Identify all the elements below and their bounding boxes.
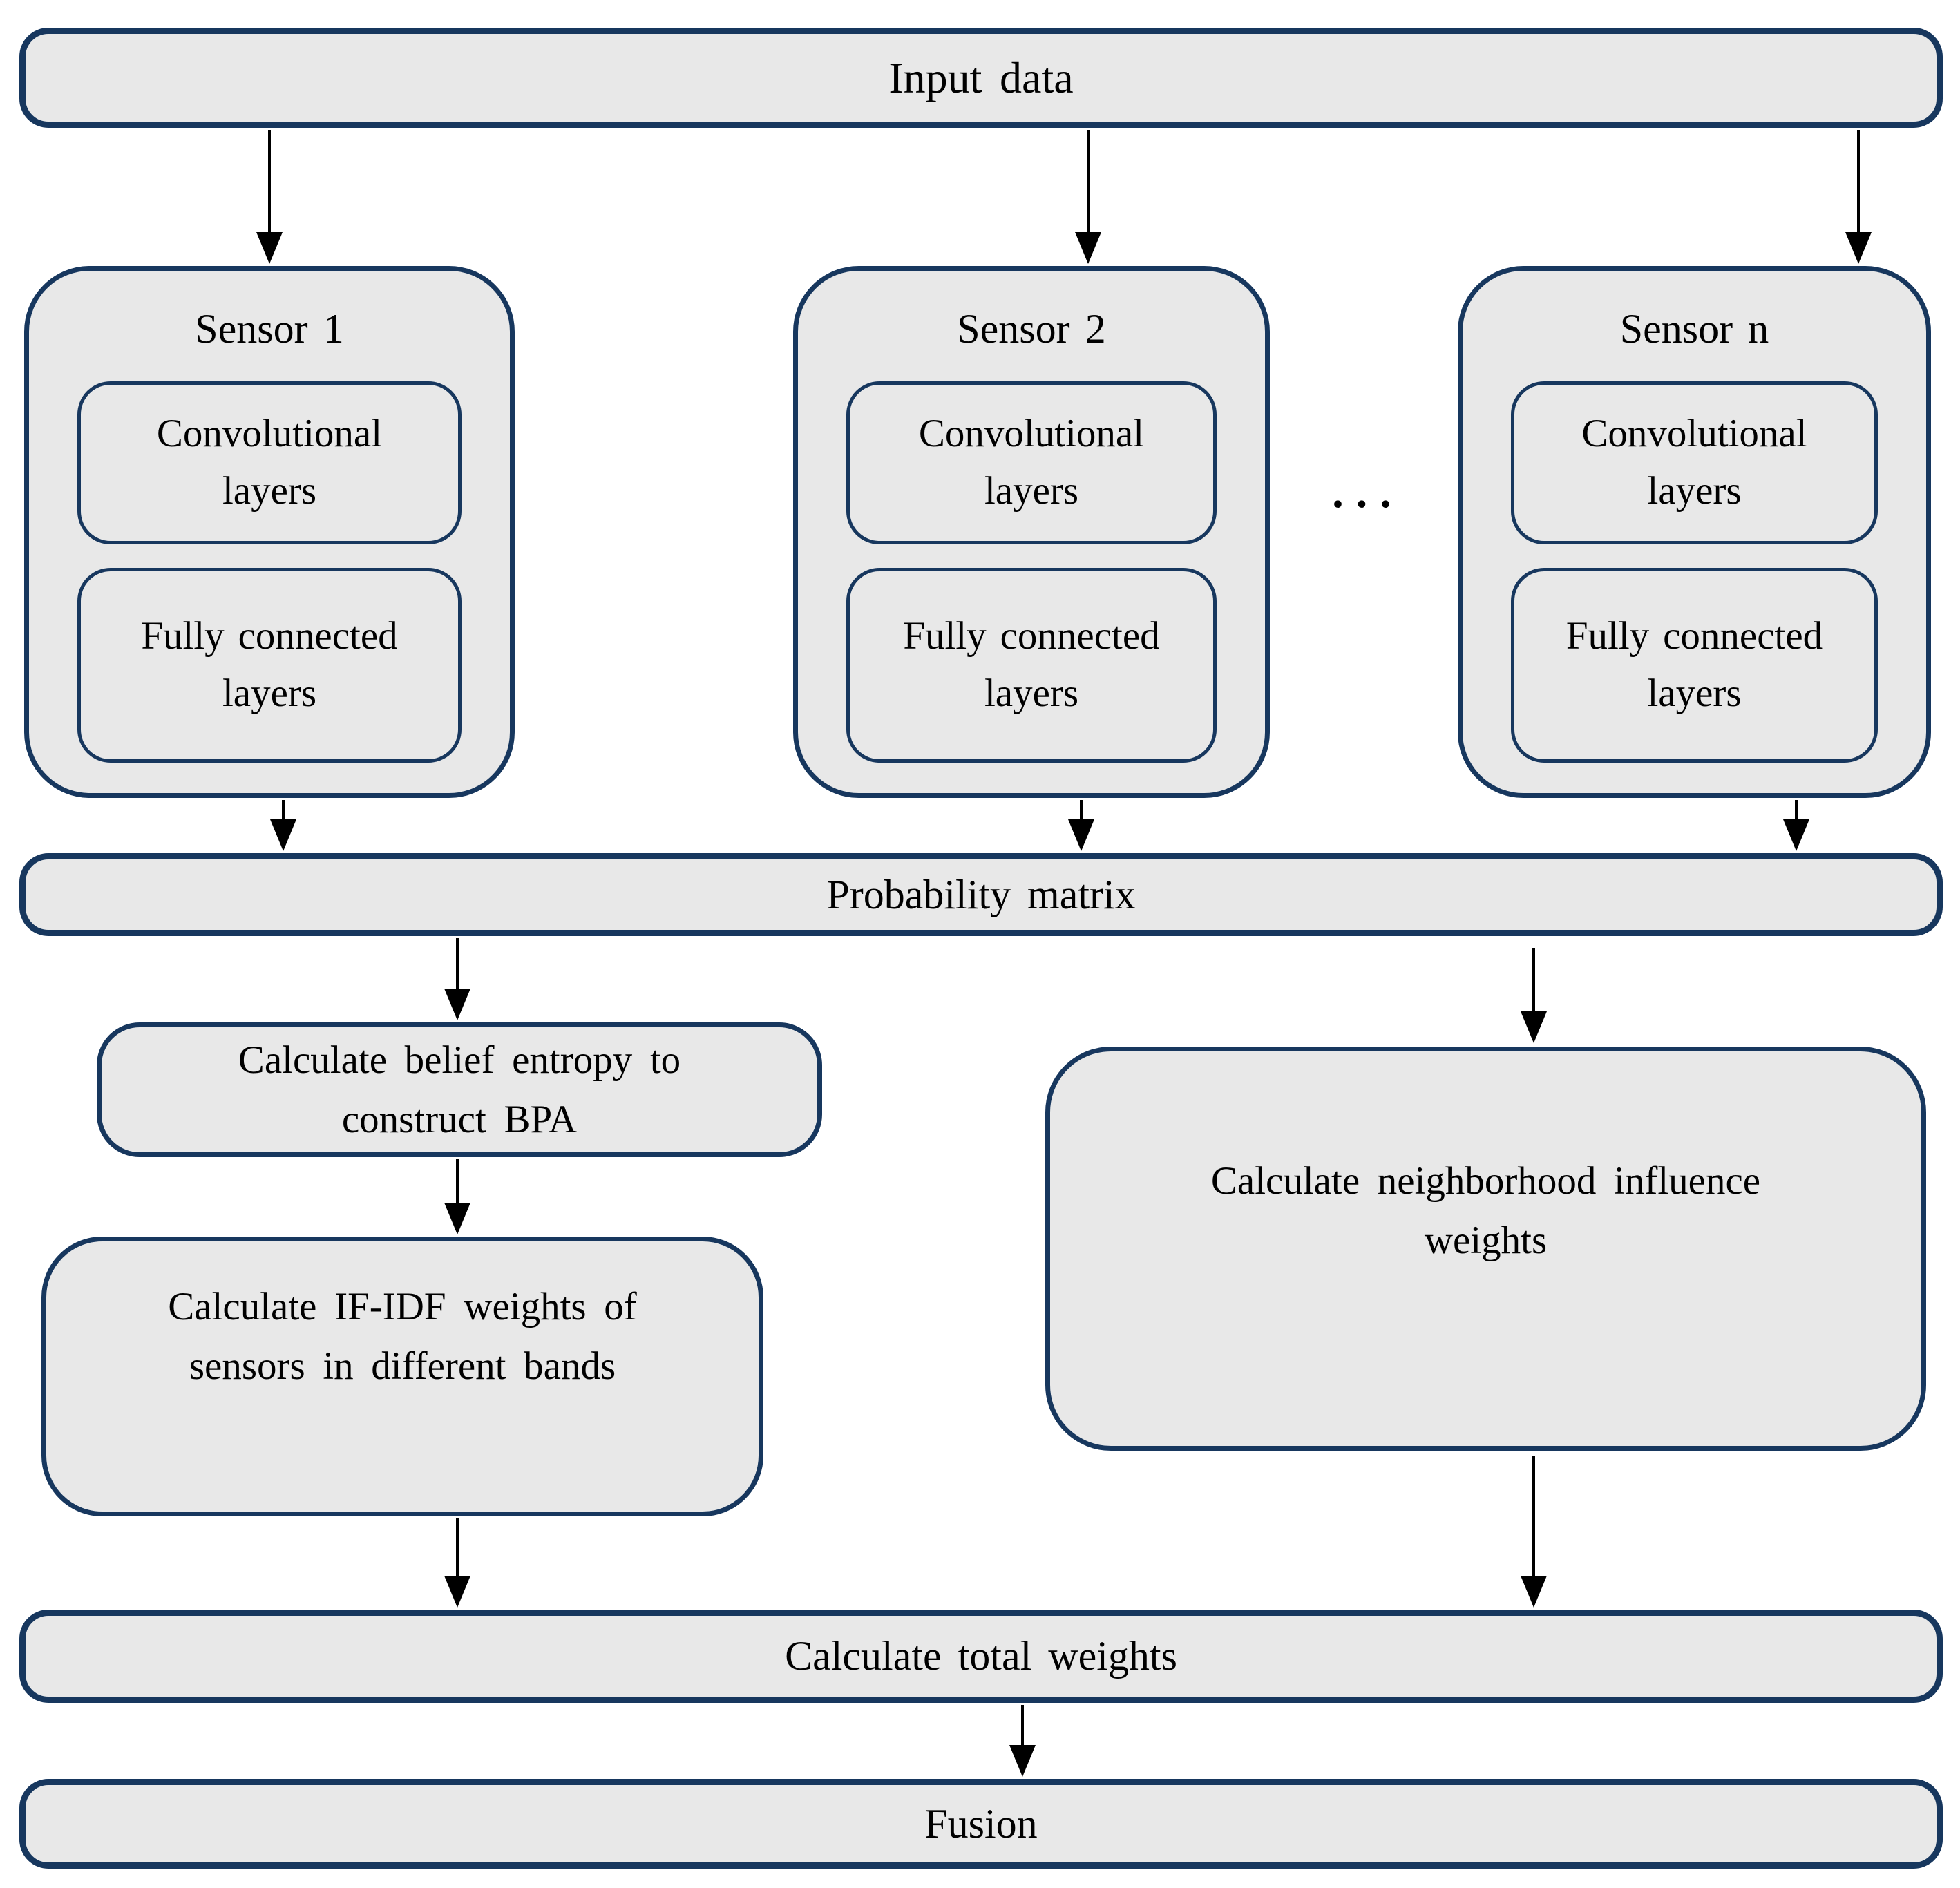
arrow-head-icon xyxy=(1009,1745,1036,1777)
belief-entropy-node: Calculate belief entropy to construct BP… xyxy=(97,1022,822,1157)
sensor-2-convolutional-layers-box: Convolutional layers xyxy=(846,381,1217,544)
arrow-head-icon xyxy=(270,819,296,851)
fusion-node: Fusion xyxy=(19,1779,1943,1869)
arrow-probability-to-neighborhood xyxy=(1521,948,1547,1043)
arrow-belief-to-ifidf xyxy=(444,1159,470,1234)
arrow-head-icon xyxy=(1521,1011,1547,1043)
probability-matrix-node: Probability matrix xyxy=(19,853,1943,936)
arrow-shaft xyxy=(1857,130,1860,232)
sensor-n-fully-connected-layers-label: Fully connected layers xyxy=(1566,614,1823,715)
arrow-probability-to-belief-entropy xyxy=(444,938,470,1020)
arrow-head-icon xyxy=(1845,232,1872,264)
sensor-n-box: Sensor n Convolutional layers Fully conn… xyxy=(1458,266,1931,798)
arrow-total-weights-to-fusion xyxy=(1009,1705,1036,1777)
sensor-1-title: Sensor 1 xyxy=(195,306,344,352)
sensor-1-fully-connected-layers-box: Fully connected layers xyxy=(77,568,462,763)
arrow-ifidf-to-total-weights xyxy=(444,1518,470,1608)
arrow-shaft xyxy=(1532,1456,1535,1576)
arrow-neighborhood-to-total-weights xyxy=(1521,1456,1547,1608)
ellipsis-dots: ... xyxy=(1332,467,1404,517)
arrow-shaft xyxy=(282,800,285,819)
sensor-1-box: Sensor 1 Convolutional layers Fully conn… xyxy=(24,266,515,798)
arrow-sensor-1-to-probability xyxy=(270,800,296,851)
probability-matrix-label: Probability matrix xyxy=(826,871,1136,917)
arrow-shaft xyxy=(456,938,459,989)
arrow-input-to-sensor-n xyxy=(1845,130,1872,264)
arrow-head-icon xyxy=(1068,819,1094,851)
input-data-node: Input data xyxy=(19,28,1943,128)
arrow-shaft xyxy=(268,130,271,232)
sensor-n-fully-connected-layers-box: Fully connected layers xyxy=(1511,568,1878,763)
neighborhood-influence-label: Calculate neighborhood influence weights xyxy=(1210,1159,1761,1262)
total-weights-label: Calculate total weights xyxy=(785,1633,1177,1679)
arrow-shaft xyxy=(1087,130,1090,232)
arrow-shaft xyxy=(1021,1705,1024,1745)
arrow-shaft xyxy=(456,1159,459,1203)
sensor-1-fully-connected-layers-label: Fully connected layers xyxy=(141,614,398,715)
sensor-1-convolutional-layers-box: Convolutional layers xyxy=(77,381,462,544)
sensor-2-fully-connected-layers-box: Fully connected layers xyxy=(846,568,1217,763)
arrow-input-to-sensor-1 xyxy=(256,130,283,264)
belief-entropy-label: Calculate belief entropy to construct BP… xyxy=(238,1038,681,1141)
sensor-n-convolutional-layers-label: Convolutional layers xyxy=(1581,412,1807,513)
ifidf-weights-label: Calculate IF-IDF weights of sensors in d… xyxy=(168,1285,637,1388)
arrow-head-icon xyxy=(1783,819,1809,851)
sensor-2-title: Sensor 2 xyxy=(957,306,1106,352)
arrow-head-icon xyxy=(444,989,470,1020)
sensor-1-convolutional-layers-label: Convolutional layers xyxy=(156,412,383,513)
arrow-input-to-sensor-2 xyxy=(1075,130,1101,264)
sensor-2-fully-connected-layers-label: Fully connected layers xyxy=(903,614,1160,715)
arrow-shaft xyxy=(1532,948,1535,1011)
neighborhood-influence-node: Calculate neighborhood influence weights xyxy=(1045,1047,1926,1451)
total-weights-node: Calculate total weights xyxy=(19,1610,1943,1703)
sensor-2-box: Sensor 2 Convolutional layers Fully conn… xyxy=(793,266,1270,798)
input-data-label: Input data xyxy=(888,53,1074,102)
sensor-n-title: Sensor n xyxy=(1619,306,1769,352)
ifidf-weights-node: Calculate IF-IDF weights of sensors in d… xyxy=(41,1237,763,1516)
arrow-shaft xyxy=(456,1518,459,1576)
arrow-head-icon xyxy=(444,1576,470,1608)
arrow-head-icon xyxy=(1075,232,1101,264)
fusion-label: Fusion xyxy=(924,1800,1038,1847)
arrow-shaft xyxy=(1795,800,1798,819)
arrow-head-icon xyxy=(444,1203,470,1234)
arrow-sensor-2-to-probability xyxy=(1068,800,1094,851)
arrow-shaft xyxy=(1080,800,1083,819)
arrow-head-icon xyxy=(256,232,283,264)
sensor-2-convolutional-layers-label: Convolutional layers xyxy=(918,412,1145,513)
arrow-head-icon xyxy=(1521,1576,1547,1608)
sensor-n-convolutional-layers-box: Convolutional layers xyxy=(1511,381,1878,544)
arrow-sensor-n-to-probability xyxy=(1783,800,1809,851)
